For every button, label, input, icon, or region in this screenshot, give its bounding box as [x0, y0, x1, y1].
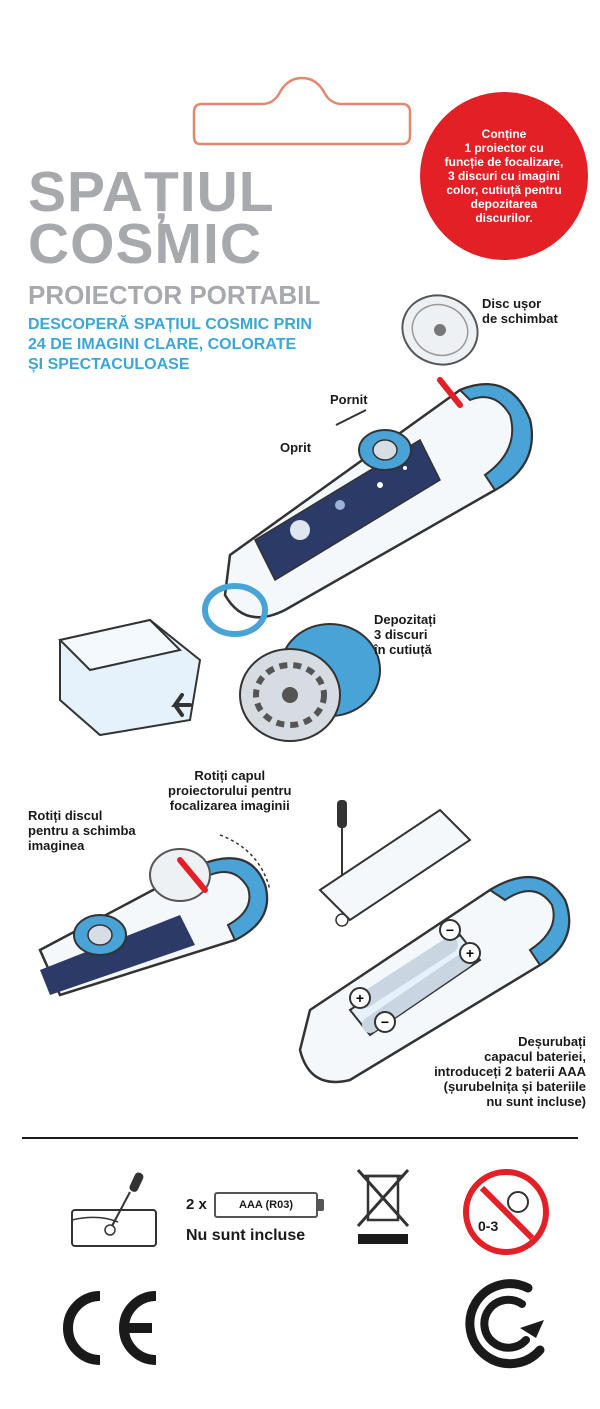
ce-mark-icon — [63, 1291, 157, 1365]
battery-icon: AAA (R03) — [214, 1192, 318, 1218]
storage-discs-icon — [239, 623, 381, 742]
callout-oprit: Oprit — [280, 440, 312, 455]
projector-illustration-focus — [38, 834, 271, 997]
storage-box-icon — [58, 618, 202, 737]
battery-count: 2 x — [186, 1196, 207, 1213]
switch-arrow — [335, 409, 367, 426]
contents-badge: Conține 1 proiector cu funcție de focali… — [420, 92, 588, 260]
arrow-left-icon — [171, 693, 192, 717]
image-disc-icon — [401, 294, 479, 366]
section-divider — [22, 1137, 578, 1139]
projector-illustration-top — [58, 294, 534, 742]
age-warning-icon — [463, 1169, 549, 1255]
svg-text:+: + — [356, 990, 364, 1006]
weee-bin-icon — [356, 1169, 410, 1244]
title-line-1: SPAȚIUL — [28, 160, 275, 224]
svg-text:+: + — [466, 945, 474, 961]
age-warning-label: 0-3 — [478, 1218, 499, 1234]
svg-text:−: − — [381, 1014, 389, 1030]
battery-compartment-illustration: + − − + — [298, 800, 571, 1084]
callout-pornit: Pornit — [330, 392, 368, 407]
callout-disc: Disc ușor de schimbat — [482, 296, 558, 326]
product-tagline: DESCOPERĂ SPAȚIUL COSMIC PRIN 24 DE IMAG… — [28, 316, 312, 373]
battery-label: AAA (R03) — [239, 1199, 293, 1211]
callout-desurubati: Deșurubați capacul bateriei, introduceți… — [434, 1034, 586, 1109]
callout-rotiti-cap: Rotiți capul proiectorului pentru focali… — [168, 768, 292, 813]
svg-text:−: − — [446, 922, 454, 938]
callout-depozitati: Depozitați 3 discuri în cutiuță — [374, 612, 437, 657]
battery-note: Nu sunt incluse — [186, 1227, 306, 1244]
callout-rotiti-disc: Rotiți discul pentru a schimba imaginea — [28, 808, 136, 853]
product-title: SPAȚIUL COSMIC — [28, 160, 388, 276]
product-subtitle: PROIECTOR PORTABIL — [28, 280, 321, 310]
manufacturer-logo-icon — [465, 1279, 545, 1369]
battery-tip — [318, 1199, 324, 1211]
screwdriver-icon — [71, 1172, 157, 1247]
hang-tab-outline — [192, 76, 412, 146]
title-line-2: COSMIC — [28, 212, 262, 276]
